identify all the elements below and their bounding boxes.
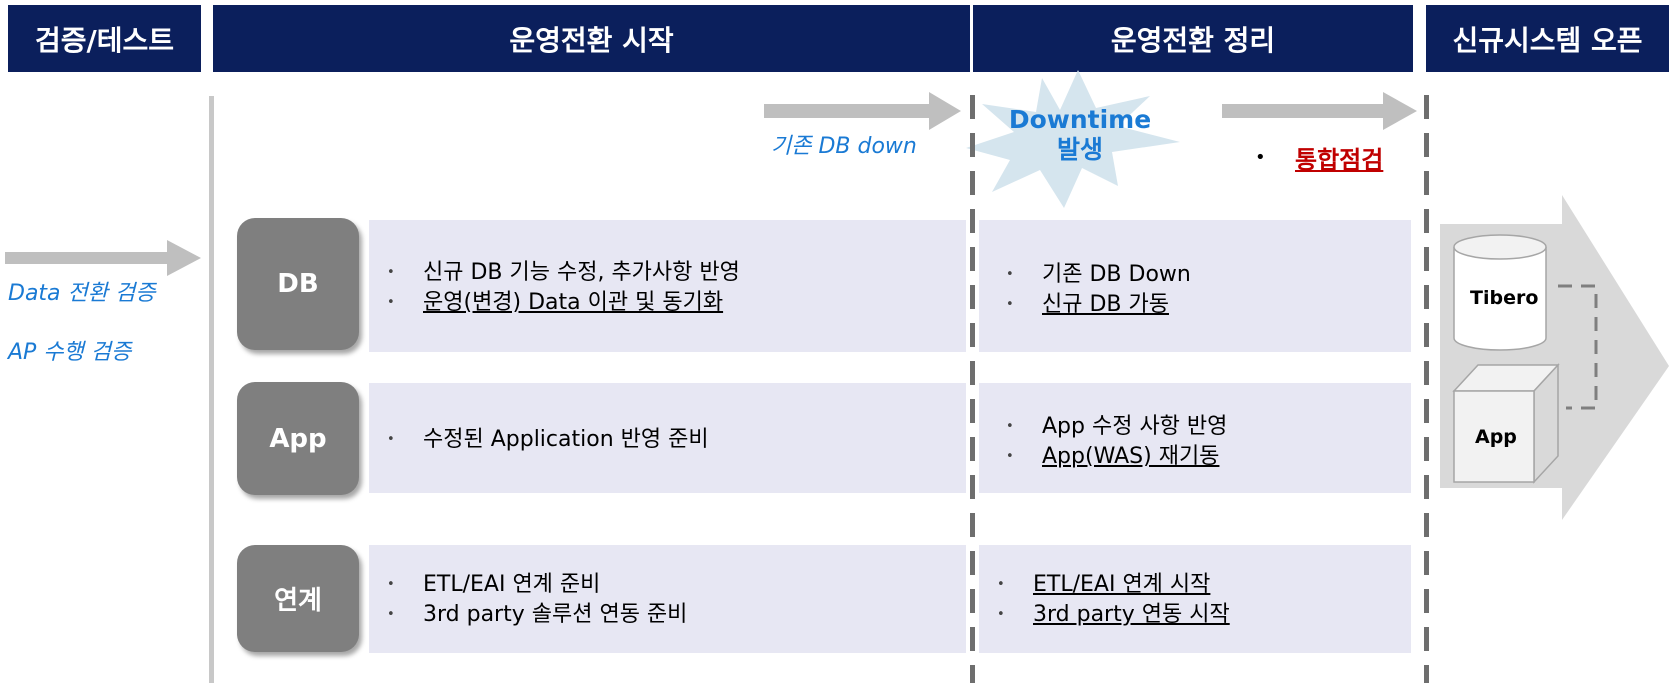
header-switch-start: 운영전환 시작 xyxy=(213,5,970,72)
bullet-icon: • xyxy=(387,607,395,622)
integrated-check-label: 통합점검 xyxy=(1295,146,1384,174)
app-cube-front xyxy=(1453,390,1535,483)
row-band-db-cleanup xyxy=(979,220,1411,352)
list-item-text: App(WAS) 재기동 xyxy=(1042,444,1220,469)
list-item-text: 기존 DB Down xyxy=(1042,262,1191,287)
downtime-line1: Downtime xyxy=(1008,105,1152,134)
dashed-separator-2 xyxy=(1424,95,1429,683)
tibero-cylinder-top xyxy=(1453,234,1547,260)
list-item: • App 수정 사항 반영 xyxy=(1006,412,1227,442)
old-db-down-arrow xyxy=(764,92,961,130)
row-band-link-cleanup xyxy=(979,545,1411,653)
downtime-text: Downtime 발생 xyxy=(980,105,1180,165)
row-label-link: 연계 xyxy=(237,545,359,652)
data-verify-text: Data 전환 검증 xyxy=(8,281,156,306)
row-band-link-start xyxy=(369,545,966,653)
app-start-list: • 수정된 Application 반영 준비 xyxy=(387,425,709,455)
to-open-arrow xyxy=(1222,92,1417,130)
bullet-icon: • xyxy=(997,607,1005,622)
bullet-icon: • xyxy=(1006,267,1014,282)
row-band-db-start xyxy=(369,220,966,352)
bullet-icon: • xyxy=(997,577,1005,592)
integrated-check: • 통합점검 xyxy=(1255,140,1383,175)
bullet-icon: • xyxy=(1006,449,1014,464)
db-app-connector xyxy=(1558,284,1598,410)
list-item-text: 신규 DB 기능 수정, 추가사항 반영 xyxy=(423,260,740,285)
header-switch-cleanup: 운영전환 정리 xyxy=(973,5,1413,72)
list-item-text: 운영(변경) Data 이관 및 동기화 xyxy=(423,290,724,315)
bullet-icon: • xyxy=(387,295,395,310)
list-item: • 운영(변경) Data 이관 및 동기화 xyxy=(387,288,740,318)
link-start-list: • ETL/EAI 연계 준비 • 3rd party 솔루션 연동 준비 xyxy=(387,570,687,630)
old-db-down-text: 기존 DB down xyxy=(771,134,917,159)
row-band-app-start xyxy=(369,383,966,493)
list-item-text: App 수정 사항 반영 xyxy=(1042,414,1228,439)
ap-verify-text: AP 수행 검증 xyxy=(8,340,132,365)
bullet-icon: • xyxy=(1006,297,1014,312)
list-item: • 신규 DB 가동 xyxy=(1006,290,1191,320)
list-item: • ETL/EAI 연계 시작 xyxy=(997,570,1230,600)
bullet-icon: • xyxy=(387,577,395,592)
list-item-text: ETL/EAI 연계 시작 xyxy=(1033,572,1211,597)
tibero-cylinder-icon xyxy=(1453,247,1547,351)
list-item: • 기존 DB Down xyxy=(1006,260,1191,290)
tibero-label: Tibero xyxy=(1470,287,1539,309)
bullet-icon: • xyxy=(387,265,395,280)
list-item-text: 수정된 Application 반영 준비 xyxy=(423,427,709,452)
row-label-db: DB xyxy=(237,218,359,350)
list-item-text: 3rd party 연동 시작 xyxy=(1033,602,1230,627)
db-cleanup-list: • 기존 DB Down • 신규 DB 가동 xyxy=(1006,260,1191,320)
app-box-label: App xyxy=(1475,426,1517,448)
dashed-separator-1 xyxy=(970,95,975,683)
downtime-burst xyxy=(966,70,1180,208)
app-cleanup-list: • App 수정 사항 반영 • App(WAS) 재기동 xyxy=(1006,412,1227,472)
list-item: • 수정된 Application 반영 준비 xyxy=(387,425,709,455)
row-band-app-cleanup xyxy=(979,383,1411,493)
downtime-line2: 발생 xyxy=(1056,135,1103,164)
phase-divider-line xyxy=(209,96,214,683)
link-cleanup-list: • ETL/EAI 연계 시작 • 3rd party 연동 시작 xyxy=(997,570,1230,630)
header-new-system-open: 신규시스템 오픈 xyxy=(1426,5,1669,72)
list-item-text: 3rd party 솔루션 연동 준비 xyxy=(423,602,688,627)
input-arrow xyxy=(5,240,201,276)
bullet-icon: • xyxy=(1255,147,1266,168)
list-item: • 3rd party 연동 시작 xyxy=(997,600,1230,630)
list-item-text: ETL/EAI 연계 준비 xyxy=(423,572,601,597)
header-verify-test: 검증/테스트 xyxy=(8,5,201,72)
list-item: • 3rd party 솔루션 연동 준비 xyxy=(387,600,687,630)
bullet-icon: • xyxy=(1006,419,1014,434)
list-item: • ETL/EAI 연계 준비 xyxy=(387,570,687,600)
db-start-list: • 신규 DB 기능 수정, 추가사항 반영 • 운영(변경) Data 이관 및 … xyxy=(387,258,740,318)
row-label-app: App xyxy=(237,382,359,495)
bullet-icon: • xyxy=(387,432,395,447)
list-item: • App(WAS) 재기동 xyxy=(1006,442,1227,472)
list-item: • 신규 DB 기능 수정, 추가사항 반영 xyxy=(387,258,740,288)
list-item-text: 신규 DB 가동 xyxy=(1042,292,1169,317)
